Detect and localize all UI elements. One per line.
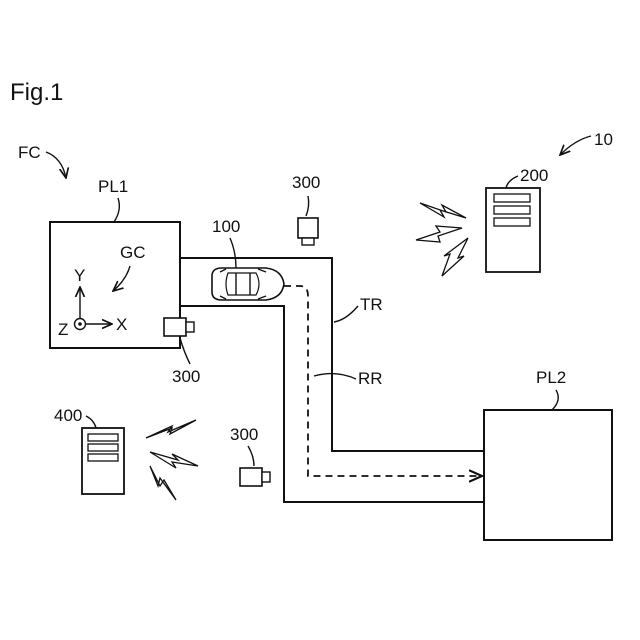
route-label: RR <box>358 369 383 388</box>
wireless-signal-icon-200 <box>416 203 468 276</box>
track-leader <box>334 306 358 322</box>
camera-pl1-leader <box>180 338 190 364</box>
camera-top <box>298 218 318 245</box>
figure-title: Fig.1 <box>10 79 63 106</box>
camera-top-leader <box>306 196 309 216</box>
camera-bottom-leader <box>248 446 254 466</box>
vehicle-leader <box>230 238 236 268</box>
server-400 <box>82 428 124 494</box>
facility-arrow <box>46 152 66 178</box>
track-label: TR <box>360 295 383 314</box>
parking-lot-pl2 <box>484 410 612 540</box>
pl2-leader <box>552 390 558 410</box>
camera-top-label: 300 <box>292 173 320 192</box>
camera-bottom-label: 300 <box>230 425 258 444</box>
server-400-label: 400 <box>54 406 82 425</box>
camera-pl1 <box>164 318 194 336</box>
axis-z-label: Z <box>58 320 68 339</box>
axis-y-label: Y <box>74 266 85 285</box>
vehicle-label: 100 <box>212 217 240 236</box>
pl1-leader <box>114 198 119 222</box>
server-200 <box>486 188 540 272</box>
camera-pl1-label: 300 <box>172 367 200 386</box>
pl1-label: PL1 <box>98 177 128 196</box>
system-label: 10 <box>594 130 613 149</box>
camera-bottom <box>240 468 270 486</box>
route-dashed-arrow <box>284 286 482 476</box>
facility-label: FC <box>18 143 41 162</box>
wireless-signal-icon-400 <box>146 420 198 500</box>
server-200-leader <box>506 176 518 188</box>
ground-coordinate-label: GC <box>120 243 146 262</box>
system-arrow <box>560 136 591 155</box>
route-leader <box>314 374 356 379</box>
server-200-label: 200 <box>520 166 548 185</box>
axis-x-label: X <box>116 315 127 334</box>
vehicle-car-icon <box>212 268 284 300</box>
parking-lot-pl1 <box>50 222 180 348</box>
server-400-leader <box>86 416 96 428</box>
pl2-label: PL2 <box>536 368 566 387</box>
